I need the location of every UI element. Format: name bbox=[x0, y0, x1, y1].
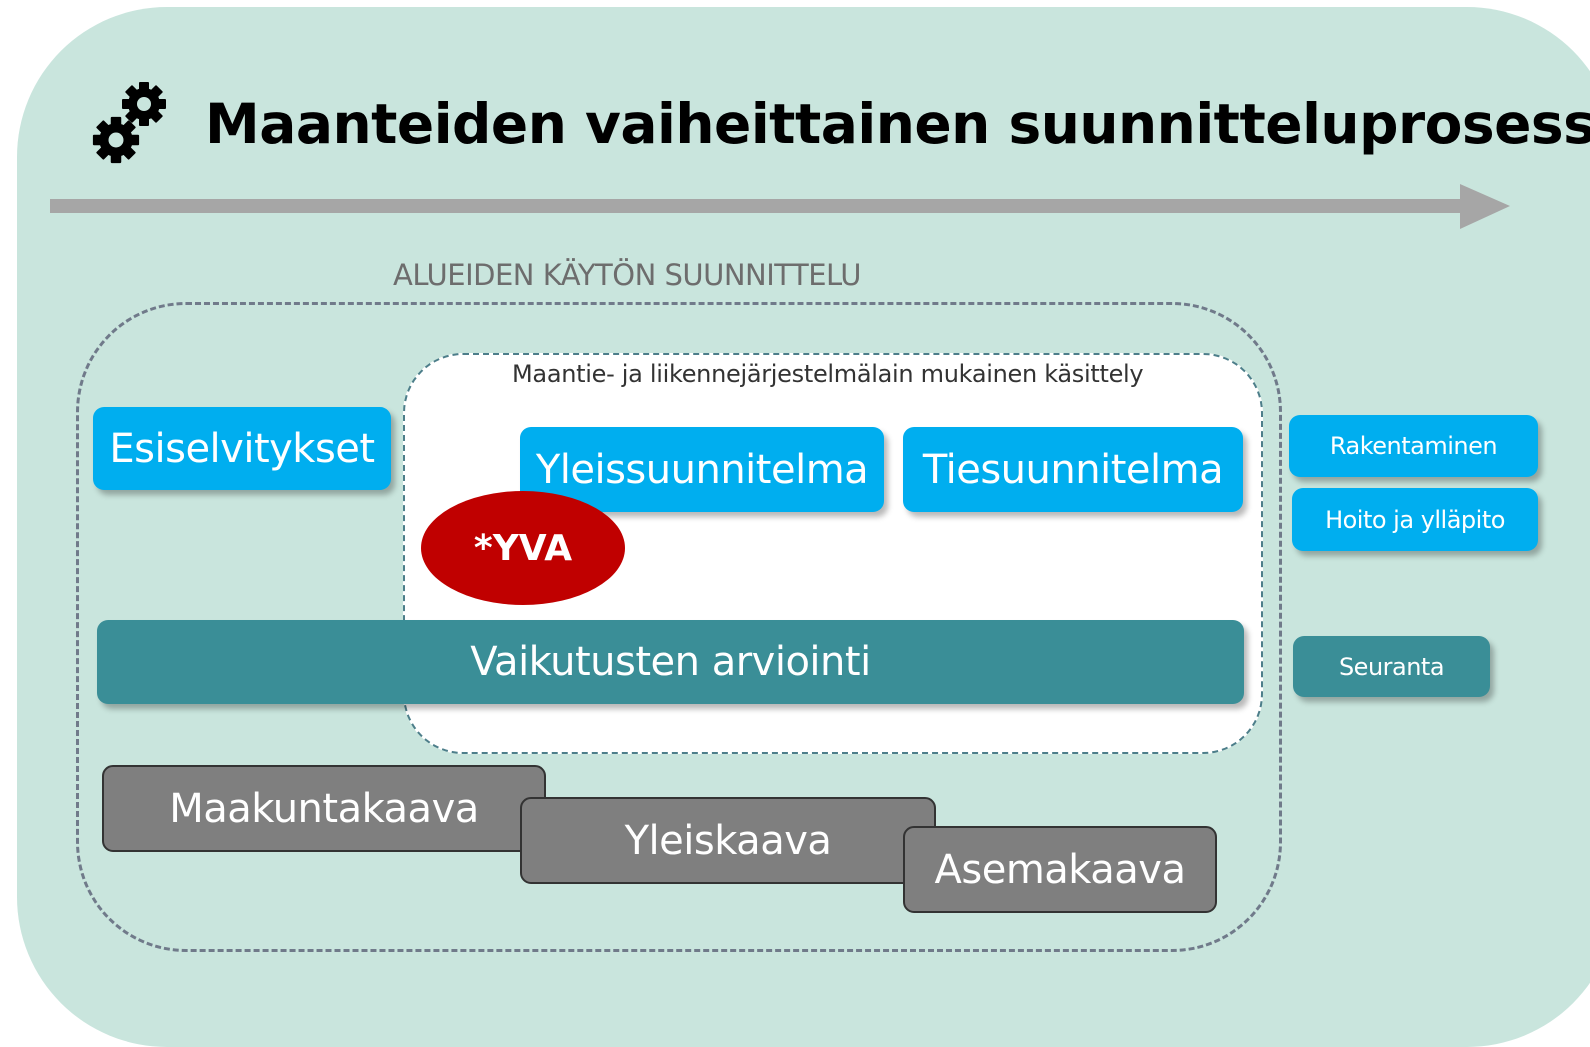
road-law-process-label: Maantie- ja liikennejärjestelmälain muka… bbox=[512, 360, 1144, 388]
arrow-right-icon bbox=[50, 184, 1510, 229]
rakentaminen-box: Rakentaminen bbox=[1289, 415, 1538, 477]
yva-badge: *YVA bbox=[421, 491, 625, 605]
seuranta-box: Seuranta bbox=[1293, 636, 1490, 697]
asemakaava-box: Asemakaava bbox=[903, 826, 1217, 913]
gears-icon bbox=[92, 82, 166, 164]
page-title: Maanteiden vaiheittainen suunnittelupros… bbox=[205, 92, 1590, 156]
esiselvitykset-box: Esiselvitykset bbox=[93, 407, 391, 490]
yleissuunnitelma-box: Yleissuunnitelma bbox=[520, 427, 884, 512]
tiesuunnitelma-box: Tiesuunnitelma bbox=[903, 427, 1243, 512]
land-use-planning-frame bbox=[76, 302, 1282, 952]
hoito-ja-yllapito-box: Hoito ja ylläpito bbox=[1292, 488, 1538, 551]
maakuntakaava-box: Maakuntakaava bbox=[102, 765, 546, 852]
yleiskaava-box: Yleiskaava bbox=[520, 797, 936, 884]
vaikutusten-arviointi-box: Vaikutusten arviointi bbox=[97, 620, 1244, 704]
area-label: ALUEIDEN KÄYTÖN SUUNNITTELU bbox=[393, 258, 861, 292]
